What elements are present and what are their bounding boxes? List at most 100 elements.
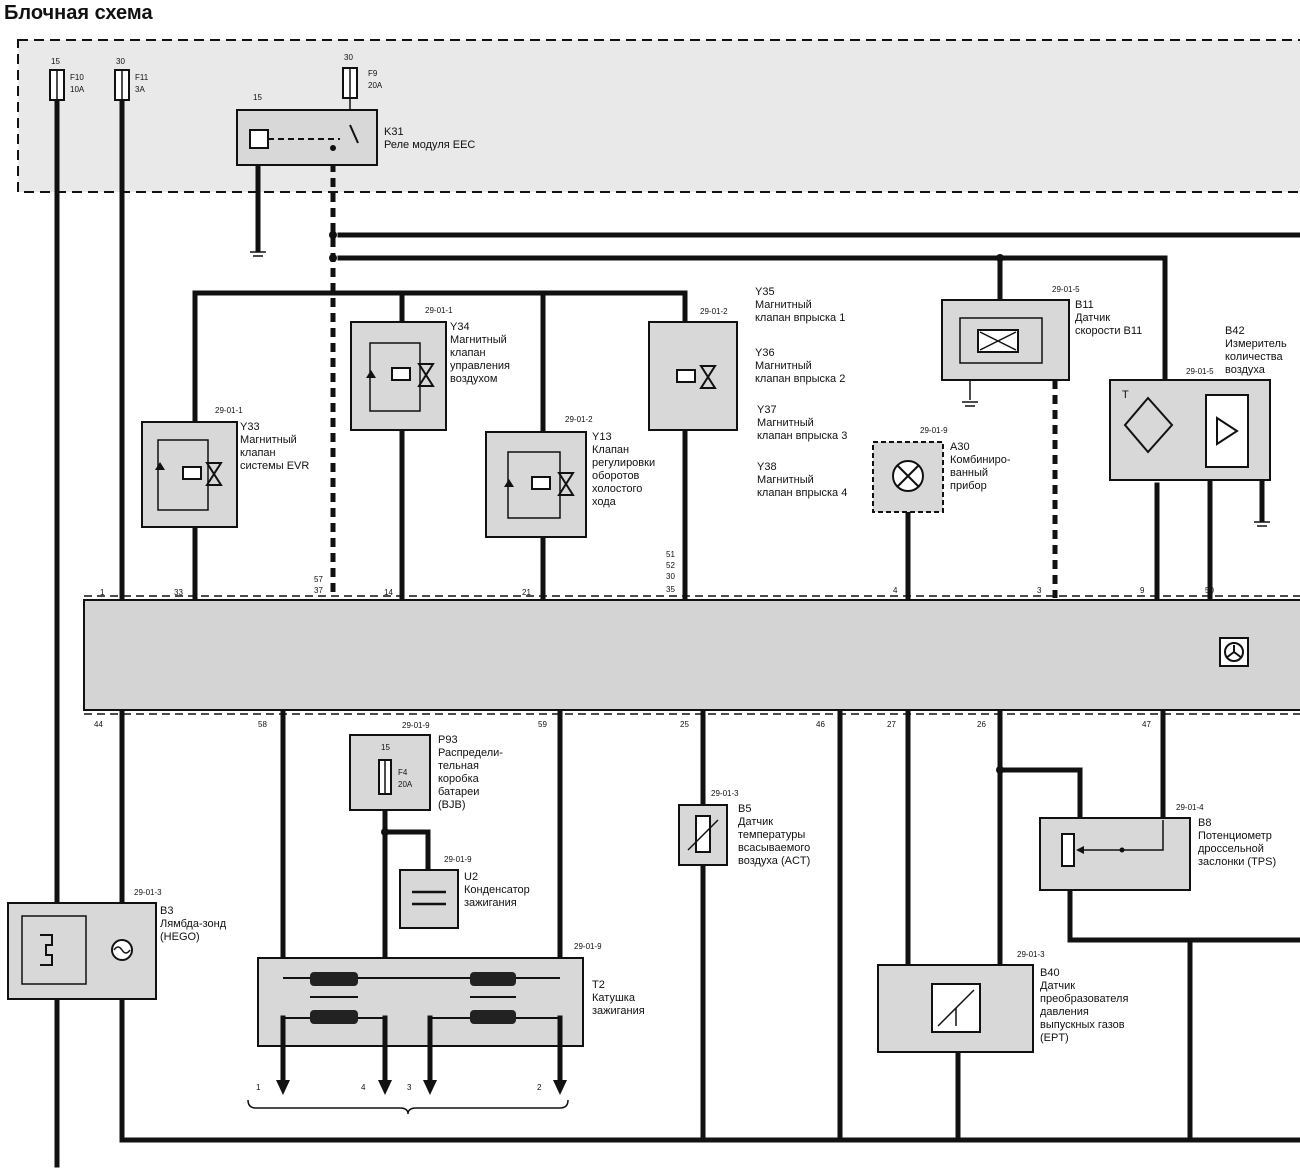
component-b3: 29-01-3 B3 Лямбда-зонд (HEGO) — [7, 888, 227, 1000]
component-desc-line: батареи — [438, 786, 479, 798]
ecu-module: 1 33 57 37 14 21 51 52 30 35 4 3 9 50 44… — [83, 550, 1300, 729]
component-ref: 29-01-5 — [1186, 367, 1214, 376]
component-desc-line: (EPT) — [1040, 1032, 1069, 1044]
coil-output-label: 3 — [407, 1083, 412, 1092]
fuse-pin-label: 15 — [51, 57, 60, 66]
ecu-pin-label: 58 — [258, 720, 267, 729]
fuse-rating: 20A — [368, 81, 383, 90]
ground-icon — [962, 401, 978, 407]
component-b8: 29-01-4 B8 Потенциометр дроссельной засл… — [1039, 803, 1276, 891]
component-desc-line: Магнитный — [240, 434, 297, 446]
fuse-f10: 15 F10 10A — [49, 57, 85, 101]
wire-actuator-bus — [192, 290, 688, 435]
ecu-pin-label: 26 — [977, 720, 986, 729]
component-desc-line: Лямбда-зонд — [160, 918, 227, 930]
power-supply-frame — [17, 39, 1300, 193]
component-desc-line: зажигания — [464, 897, 517, 909]
component-desc-line: клапан впрыска 1 — [755, 312, 845, 324]
component-desc-line: управления — [450, 360, 510, 372]
ecu-pin-label: 1 — [100, 588, 105, 597]
component-ref: 29-01-9 — [920, 426, 948, 435]
relay-pin-label: 15 — [253, 93, 262, 102]
component-code: B3 — [160, 905, 173, 917]
component-desc-line: Датчик — [1075, 312, 1110, 324]
component-desc-line: Распредели- — [438, 747, 503, 759]
component-desc-line: давления — [1040, 1006, 1089, 1018]
component-desc-line: воздуха — [1225, 364, 1266, 376]
bjb-fuse-pin: 15 — [381, 743, 390, 752]
fuse-name: F10 — [70, 73, 84, 82]
component-ref: 29-01-9 — [574, 942, 602, 951]
component-y33: 29-01-1 Y33 Магнитный клапан системы EVR — [141, 406, 309, 528]
component-desc-line: клапан — [450, 347, 486, 359]
arrow-down-icon — [378, 1080, 392, 1095]
ecu-pin-label: 9 — [1140, 586, 1145, 595]
component-code: Y38 — [757, 461, 777, 473]
component-code: U2 — [464, 871, 478, 883]
ecu-pin-label: 3 — [1037, 586, 1042, 595]
component-desc-line: клапан впрыска 3 — [757, 430, 847, 442]
component-code: B40 — [1040, 967, 1060, 979]
fuse-rating: 3A — [135, 85, 145, 94]
ecu-pin-label: 44 — [94, 720, 103, 729]
component-desc-line: прибор — [950, 480, 987, 492]
component-desc-line: воздухом — [450, 373, 498, 385]
component-desc-line: Катушка — [592, 992, 636, 1004]
relay-name: Реле модуля EEC — [384, 139, 475, 151]
component-code: Y37 — [757, 404, 777, 416]
ecu-pin-label: 33 — [174, 588, 183, 597]
component-desc-line: (HEGO) — [160, 931, 200, 943]
component-code: P93 — [438, 734, 458, 746]
component-desc-line: всасываемого — [738, 842, 810, 854]
component-b5: 29-01-3 B5 Датчик температуры всасываемо… — [678, 789, 810, 867]
component-b11: 29-01-5 B11 Датчик скорости B11 — [941, 285, 1142, 381]
ecu-pin-label: 27 — [887, 720, 896, 729]
component-ref: 29-01-9 — [444, 855, 472, 864]
component-ref: 29-01-3 — [1017, 950, 1045, 959]
ecu-pin-label: 52 — [666, 561, 675, 570]
component-ref: 29-01-2 — [700, 307, 728, 316]
ecu-pin-label: 37 — [314, 586, 323, 595]
component-code: Y34 — [450, 321, 470, 333]
component-p93: 15 F4 20A 29-01-9 P93 Распредели- тельна… — [349, 721, 503, 836]
component-code: B11 — [1075, 299, 1094, 311]
component-t2: 29-01-9 T2 Катушка зажигания 1 4 3 2 — [247, 942, 645, 1115]
component-ref: 29-01-9 — [402, 721, 430, 730]
junction-dot — [329, 254, 337, 262]
component-desc-line: системы EVR — [240, 460, 309, 472]
ecu-pin-label: 4 — [893, 586, 898, 595]
component-code: Y36 — [755, 347, 775, 359]
wire-b8-out — [1067, 887, 1300, 943]
component-ref: 29-01-5 — [1052, 285, 1080, 294]
component-code: Y33 — [240, 421, 260, 433]
component-desc-line: тельная — [438, 760, 479, 772]
component-desc-line: Магнитный — [757, 474, 814, 486]
ecu-pin-label: 25 — [680, 720, 689, 729]
component-desc-line: холостого — [592, 483, 642, 495]
relay-k31: 15 K31 Реле модуля EEC — [236, 93, 475, 166]
component-ref: 29-01-1 — [425, 306, 453, 315]
component-desc-line: (BJB) — [438, 799, 466, 811]
component-desc-line: клапан — [240, 447, 276, 459]
component-code: B8 — [1198, 817, 1211, 829]
wire-ecu-26 — [997, 709, 1083, 968]
ecu-icon — [1219, 637, 1249, 667]
wire-bus-top2 — [337, 255, 1168, 383]
ecu-pin-label: 21 — [522, 588, 531, 597]
b42-symbol: T — [1122, 389, 1129, 401]
component-desc-line: температуры — [738, 829, 805, 841]
coil-output-label: 2 — [537, 1083, 542, 1092]
component-desc-line: воздуха (ACT) — [738, 855, 810, 867]
junction-dot — [996, 254, 1004, 262]
component-code: B42 — [1225, 325, 1245, 337]
output-brace — [247, 1099, 569, 1115]
component-ref: 29-01-2 — [565, 415, 593, 424]
component-b40: 29-01-3 B40 Датчик преобразователя давле… — [877, 950, 1128, 1053]
component-desc-line: Клапан — [592, 444, 629, 456]
bjb-fuse-name: F4 — [398, 768, 408, 777]
component-desc-line: Измеритель — [1225, 338, 1287, 350]
component-ref: 29-01-1 — [215, 406, 243, 415]
component-code: Y35 — [755, 286, 775, 298]
ecu-pin-label: 47 — [1142, 720, 1151, 729]
